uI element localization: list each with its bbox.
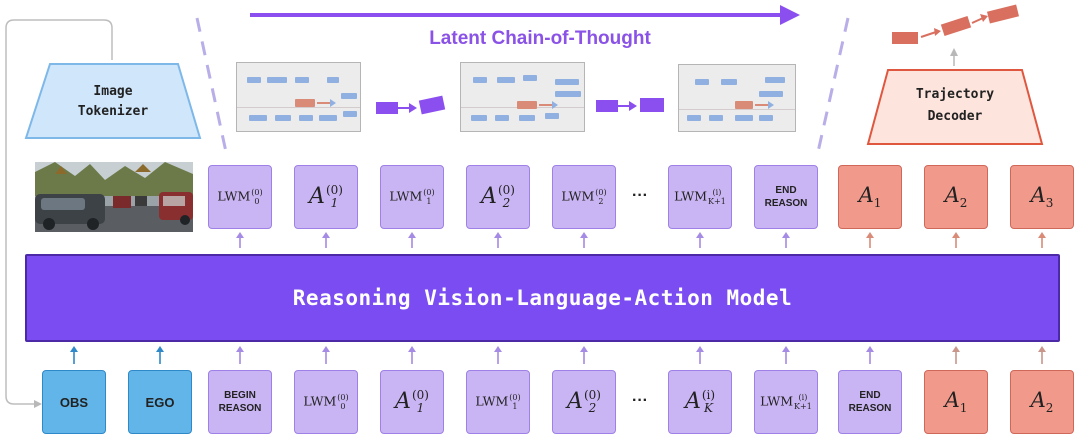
- up-arrow-head: [866, 346, 874, 352]
- lwm-token-1: LWM(0)1: [380, 165, 444, 229]
- up-arrow-head: [952, 346, 960, 352]
- trajectory-decoder-label: Trajectory Decoder: [915, 87, 995, 124]
- up-arrow-head: [952, 232, 960, 238]
- up-arrow-head: [322, 346, 330, 352]
- up-arrow-head: [494, 346, 502, 352]
- up-arrow-head: [1038, 232, 1046, 238]
- up-arrow-head: [782, 232, 790, 238]
- up-arrow-head: [580, 232, 588, 238]
- ego-token: EGO: [128, 370, 192, 434]
- action-token-a1: A1: [924, 370, 988, 434]
- latent-action-token-k: A(i)K: [668, 370, 732, 434]
- lwm-token-kplus1: LWM(i)K+1: [754, 370, 818, 434]
- bottom-ellipsis: ···: [632, 392, 648, 409]
- up-arrow-head: [696, 232, 704, 238]
- up-arrow-head: [70, 346, 78, 352]
- obs-token: OBS: [42, 370, 106, 434]
- up-arrow-head: [580, 346, 588, 352]
- up-arrow-head: [782, 346, 790, 352]
- image-tokenizer-shape: [24, 63, 202, 139]
- up-arrow-head: [866, 232, 874, 238]
- latent-action-token-1: A(0)1: [380, 370, 444, 434]
- image-tokenizer-label: Image Tokenizer: [77, 84, 149, 119]
- latent-scene-3: [678, 64, 796, 132]
- latent-action-glyph-1: [376, 94, 446, 118]
- action-token-a3: A3: [1010, 165, 1074, 229]
- action-token-a2: A2: [924, 165, 988, 229]
- camera-observation-image: [35, 162, 193, 232]
- action-token-a2: A2: [1010, 370, 1074, 434]
- latent-scene-1: [236, 62, 361, 132]
- dashed-right: [816, 17, 850, 153]
- latent-action-token-2: A(0)2: [552, 370, 616, 434]
- up-arrow-head: [236, 232, 244, 238]
- up-arrow-head: [236, 346, 244, 352]
- lwm-token-kplus1: LWM(i)K+1: [668, 165, 732, 229]
- model-label: Reasoning Vision-Language-Action Model: [292, 286, 793, 310]
- chain-arrow-head: [780, 5, 800, 25]
- up-arrow-head: [696, 346, 704, 352]
- latent-scene-2: [460, 62, 585, 132]
- up-arrow-head: [156, 346, 164, 352]
- trajectory-decoder-shape: [866, 69, 1044, 145]
- latent-cot-title: Latent Chain-of-Thought: [429, 28, 651, 49]
- trajectory-box-1: [892, 32, 918, 44]
- lwm-token-0: LWM(0)0: [208, 165, 272, 229]
- up-arrow-head: [408, 232, 416, 238]
- up-arrow-head: [322, 232, 330, 238]
- latent-action-token-1: A(0)1: [294, 165, 358, 229]
- action-token-a1: A1: [838, 165, 902, 229]
- top-ellipsis: ···: [632, 187, 648, 204]
- trajectory-output: [890, 4, 1030, 50]
- up-arrow-head: [494, 232, 502, 238]
- up-arrow-head: [408, 346, 416, 352]
- lwm-token-0: LWM(0)0: [294, 370, 358, 434]
- lwm-token-1: LWM(0)1: [466, 370, 530, 434]
- lwm-token-2: LWM(0)2: [552, 165, 616, 229]
- latent-action-token-2: A(0)2: [466, 165, 530, 229]
- reasoning-vla-model: Reasoning Vision-Language-Action Model: [25, 254, 1060, 342]
- up-arrow-head: [1038, 346, 1046, 352]
- latent-action-glyph-2: [596, 96, 666, 120]
